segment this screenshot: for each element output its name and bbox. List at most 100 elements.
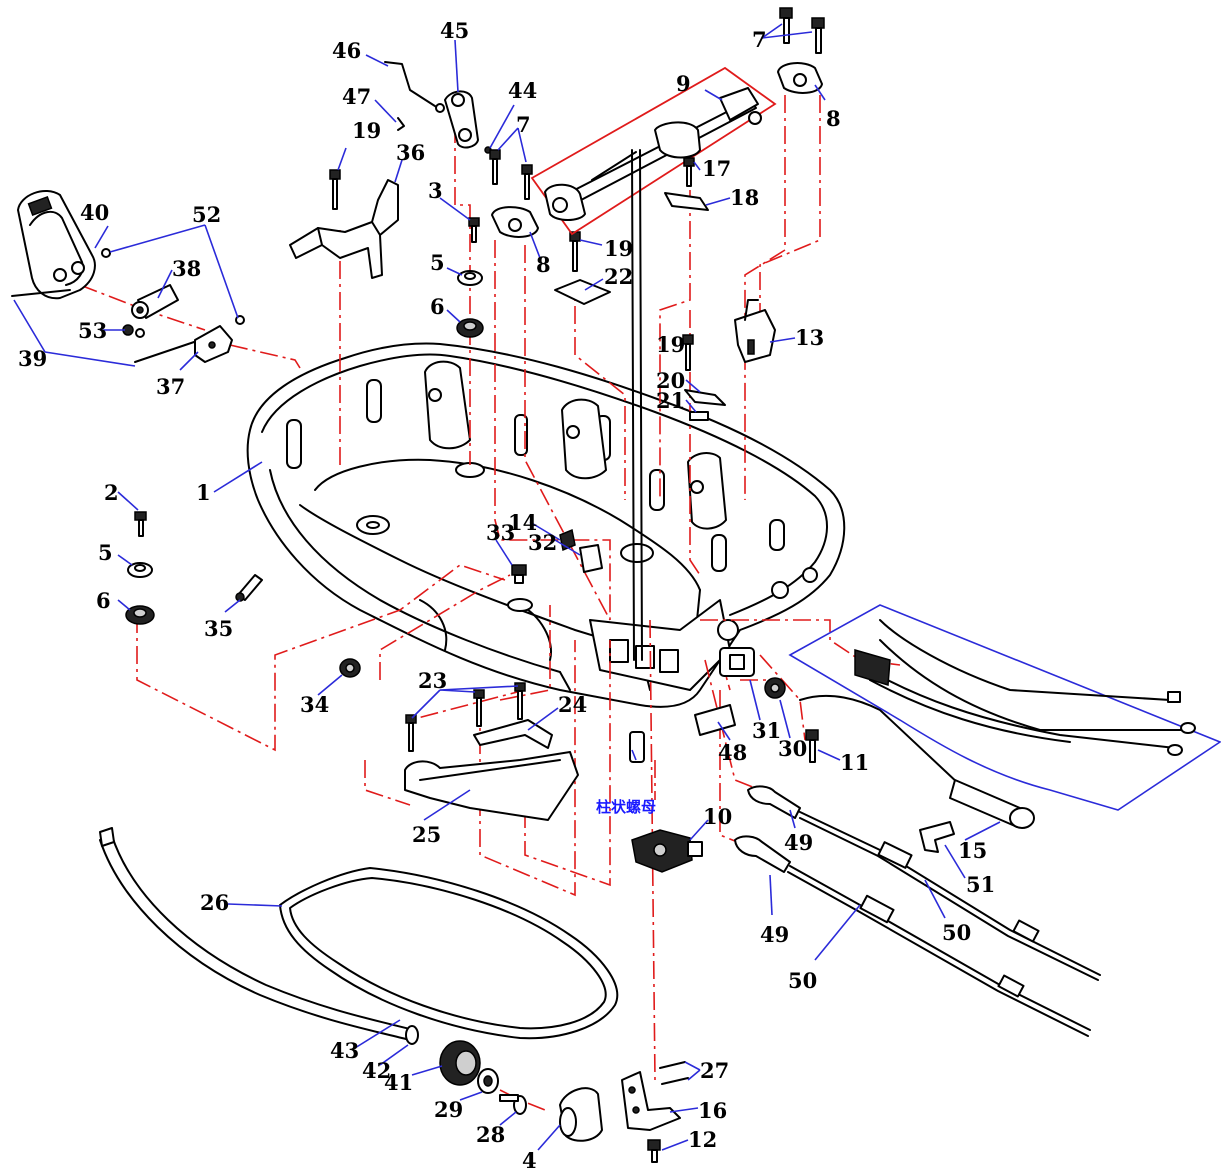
label-2: 2 [104, 480, 119, 505]
label-53: 53 [78, 318, 107, 343]
label-8-right: 8 [826, 106, 841, 131]
bolts-7 [489, 7, 825, 200]
part-20-plate [684, 389, 726, 406]
screws-27 [659, 1061, 689, 1085]
part-51-clip [919, 821, 955, 853]
label-42: 42 [362, 1058, 391, 1083]
part-38 [131, 284, 179, 319]
part-3-screw [468, 217, 480, 243]
part-22-plate [554, 279, 611, 305]
part-47-spring [397, 117, 405, 131]
part-5-washer [457, 270, 483, 286]
label-49-a: 49 [784, 830, 813, 855]
part-29-washer [477, 1068, 499, 1094]
part-41-roller [439, 1040, 481, 1086]
part-46-rod [384, 61, 445, 113]
wiring-harness [788, 604, 1221, 811]
label-30: 30 [778, 736, 807, 761]
label-10: 10 [703, 804, 732, 829]
part-31-grommet [719, 647, 755, 677]
label-column-nut: 柱状螺母 [596, 798, 656, 816]
callout-leaders [13, 23, 1001, 1151]
part-5-washer-lower [127, 562, 153, 578]
label-33: 33 [486, 520, 515, 545]
part-30-nut [764, 677, 786, 699]
part-40-latch [17, 190, 96, 300]
label-24: 24 [558, 692, 587, 717]
label-27: 27 [700, 1058, 729, 1083]
label-19-b: 19 [604, 236, 633, 261]
part-21-pad [689, 411, 709, 421]
label-14: 14 [508, 510, 537, 535]
bolts-19 [329, 169, 694, 371]
label-50-b: 50 [788, 968, 817, 993]
part-28-bolt [499, 1094, 527, 1115]
label-4: 4 [522, 1148, 537, 1171]
label-8-left: 8 [536, 252, 551, 277]
label-6-lower: 6 [96, 588, 111, 613]
part-50-cables [734, 785, 1101, 1037]
label-5-lower: 5 [98, 540, 113, 565]
label-17: 17 [702, 156, 731, 181]
part-25-tray [404, 751, 579, 821]
part-24-bracket [473, 719, 553, 749]
part-4-cap [559, 1087, 603, 1142]
part-32-block [579, 544, 603, 573]
label-16: 16 [698, 1098, 727, 1123]
label-25: 25 [412, 822, 441, 847]
label-45: 45 [440, 18, 469, 43]
label-31: 31 [752, 718, 781, 743]
label-1: 1 [196, 480, 211, 505]
label-51: 51 [966, 872, 995, 897]
label-23: 23 [418, 668, 447, 693]
part-52-clip-2 [235, 315, 245, 325]
part-37-bracket [194, 325, 233, 363]
label-43: 43 [330, 1038, 359, 1063]
label-47: 47 [342, 84, 371, 109]
part-26-gasket [279, 867, 619, 1040]
bolts-23 [405, 682, 526, 752]
part-9-shaft-assembly [530, 66, 777, 661]
part-34-grommet [339, 658, 361, 678]
part-43-hose [99, 827, 419, 1045]
label-11: 11 [840, 750, 869, 775]
label-5-upper: 5 [430, 250, 445, 275]
label-37: 37 [156, 374, 185, 399]
part-10-valve [631, 829, 703, 873]
part-18-clip [664, 192, 709, 211]
label-6-upper: 6 [430, 294, 445, 319]
part-33-nut [511, 564, 527, 584]
part-8-clamps [491, 62, 823, 238]
part-15-handle [799, 694, 1035, 829]
part-39-pins [11, 289, 201, 363]
part-13-switch [734, 299, 776, 363]
label-36: 36 [396, 140, 425, 165]
part-52-clip [101, 248, 111, 258]
part-35-fitting [235, 574, 263, 602]
label-9: 9 [676, 71, 691, 96]
label-52: 52 [192, 202, 221, 227]
part-6-grommet [456, 318, 484, 338]
part-12-screw [647, 1139, 661, 1163]
label-41: 41 [384, 1070, 413, 1095]
label-46: 46 [332, 38, 361, 63]
label-29: 29 [434, 1097, 463, 1122]
label-40: 40 [80, 200, 109, 225]
part-11-screw [805, 729, 819, 763]
label-44: 44 [508, 78, 537, 103]
part-6-grommet-lower [125, 605, 155, 625]
label-20: 20 [656, 368, 685, 393]
label-12: 12 [688, 1127, 717, 1152]
lower-cowling [246, 342, 846, 708]
label-50-a: 50 [942, 920, 971, 945]
part-17-screw [683, 157, 695, 187]
label-13: 13 [795, 325, 824, 350]
part-16-bracket [621, 1071, 681, 1131]
part-2-screw [134, 511, 147, 537]
label-38: 38 [172, 256, 201, 281]
label-49-b: 49 [760, 922, 789, 947]
label-48: 48 [718, 740, 747, 765]
label-18: 18 [730, 185, 759, 210]
label-32: 32 [528, 530, 557, 555]
